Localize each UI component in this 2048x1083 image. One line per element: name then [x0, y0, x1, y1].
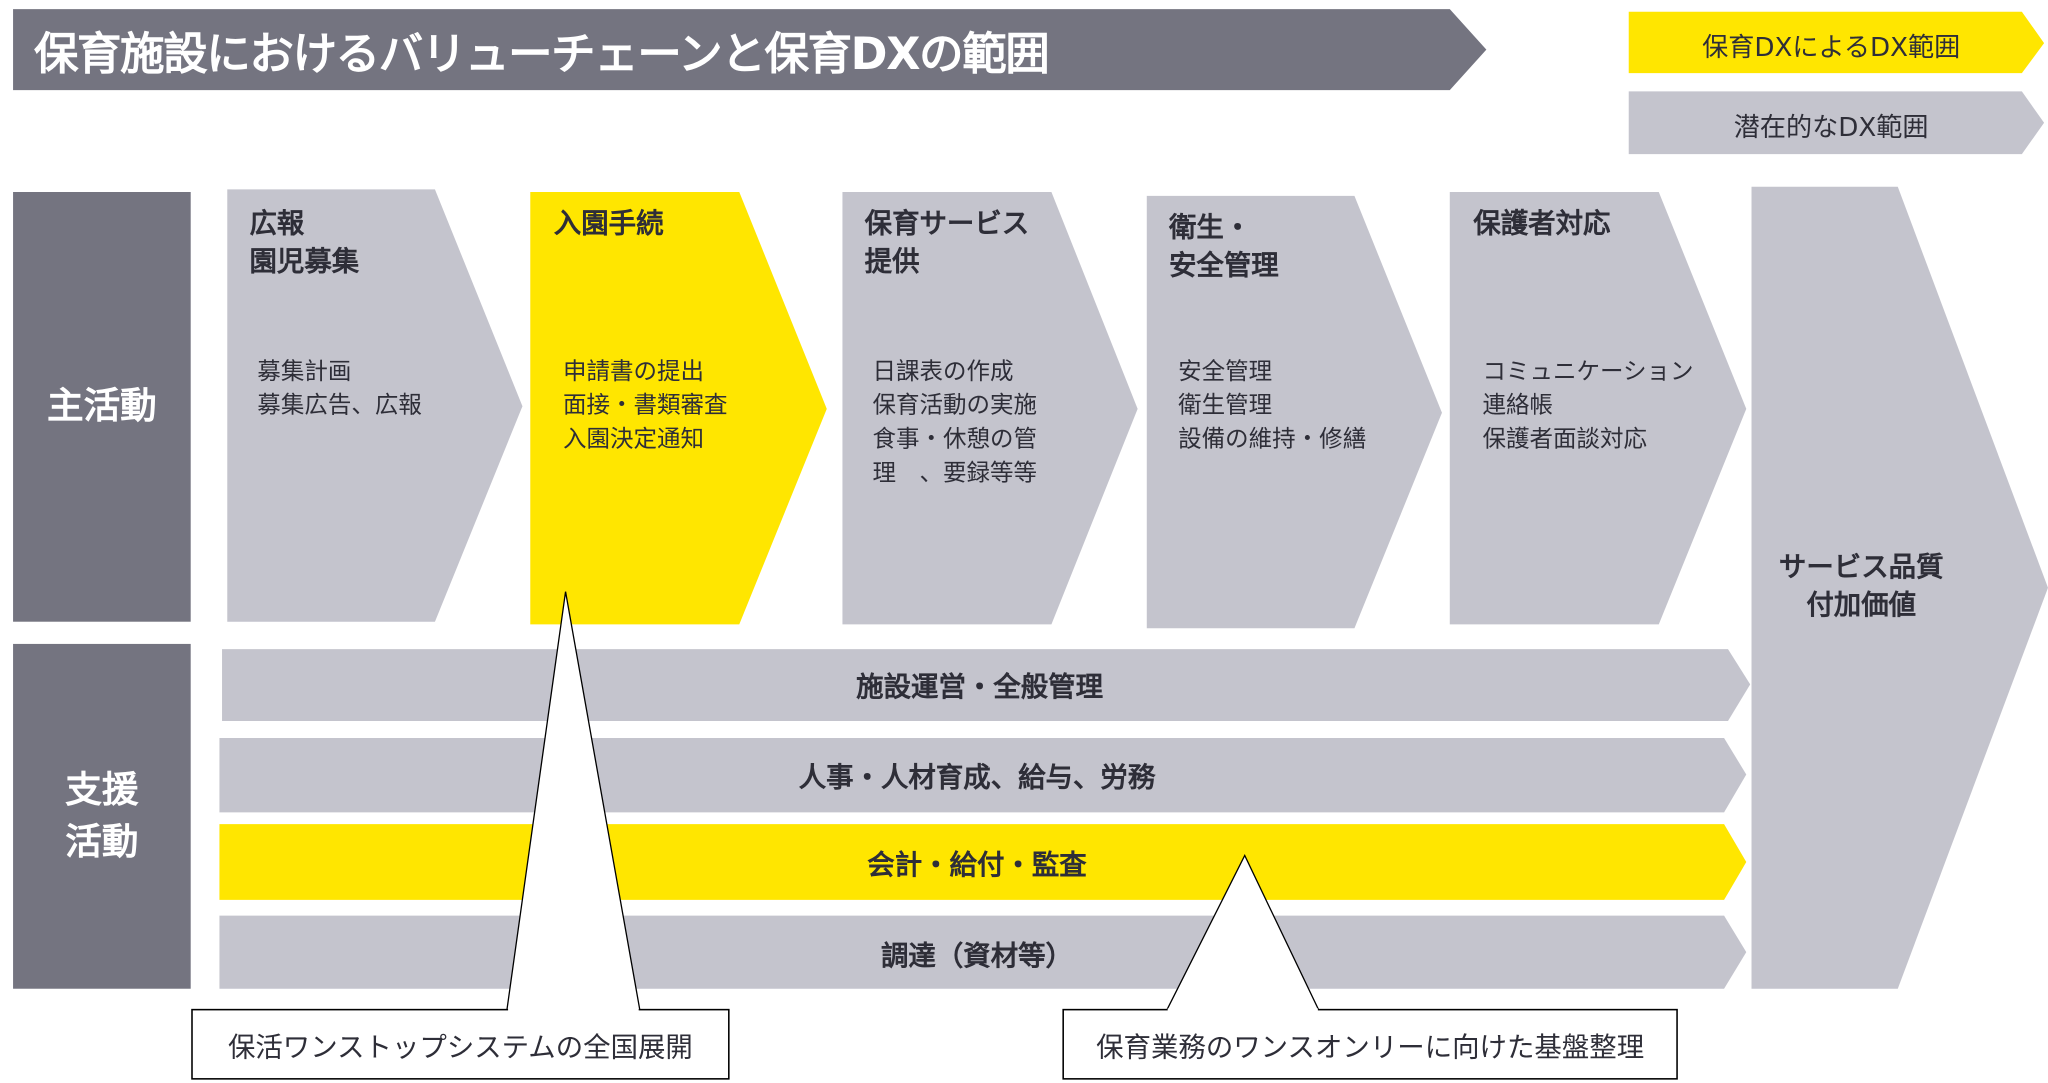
support-bar-label: 会計・給付・監査	[867, 848, 1087, 881]
step-heading: 衛生・ 安全管理	[1169, 209, 1279, 285]
legend-gray-swatch	[1628, 91, 2045, 155]
callout-box-2	[1062, 1008, 1678, 1080]
step-item: 申請書の提出	[562, 357, 704, 386]
support-bar-label: 調達（資材等）	[880, 940, 1073, 972]
chevron-2	[530, 191, 827, 625]
step-items: 日課表の作成 保育活動の実施 食事・休憩の管 理 、要録等等	[872, 355, 1037, 491]
step-item: 連絡帳	[1482, 391, 1553, 420]
chevron-1	[227, 189, 523, 622]
step-heading: 保育サービス 提供	[865, 205, 1030, 281]
step-heading: 入園手続	[554, 205, 664, 243]
step-items: 安全管理 衛生管理 設備の維持・修繕	[1178, 355, 1366, 457]
legend-yellow-swatch	[1628, 11, 2045, 74]
step-item: 保育活動の実施	[872, 391, 1038, 420]
step-items: コミュニケーション 連絡帳 保護者面談対応	[1482, 355, 1693, 457]
support-bar-label: 施設運営・全般管理	[856, 671, 1104, 703]
callout-text-2: 保育業務のワンスオンリーに向けた基盤整理	[1096, 1031, 1645, 1064]
legend-potential-scope: 潜在的なDX範囲	[1733, 111, 1929, 143]
step-item: 理 、要録等等	[872, 459, 1038, 488]
page-title: 保育施設におけるバリューチェーンと保育DXの範囲	[33, 28, 1050, 81]
step-item: 募集広告、広報	[257, 391, 422, 420]
heading-line: 安全管理	[1168, 249, 1279, 281]
step-item: 衛生管理	[1178, 391, 1273, 420]
outcome-line: 付加価値	[1806, 589, 1917, 621]
primary-activity-label-box	[13, 191, 191, 622]
support-bar-1	[222, 649, 1751, 721]
step-item: 日課表の作成	[872, 357, 1014, 386]
step-items: 募集計画 募集広告、広報	[257, 355, 422, 423]
outcome-label: サービス品質 付加価値	[1750, 549, 1972, 625]
support-activity-label-box	[13, 643, 191, 989]
chevron-4	[1146, 195, 1442, 629]
step-item: 面接・書類審査	[562, 391, 728, 420]
step-item: 募集計画	[257, 357, 352, 386]
step-heading: 広報 園児募集	[249, 205, 359, 281]
callout-text-1: 保活ワンストップシステムの全国展開	[227, 1031, 693, 1064]
step-heading: 保護者対応	[1473, 205, 1610, 243]
outcome-chevron	[1751, 186, 2048, 989]
step-item: 入園決定通知	[562, 425, 704, 454]
chevron-5	[1449, 191, 1747, 625]
support-activity-label: 支援 活動	[13, 764, 191, 868]
outcome-line: サービス品質	[1778, 551, 1944, 583]
step-items: 申請書の提出 面接・書類審査 入園決定通知	[563, 355, 728, 457]
heading-line: 園児募集	[249, 245, 360, 277]
primary-activity-label: 主活動	[46, 383, 157, 428]
title-banner	[13, 9, 1487, 91]
support-label-line: 支援	[65, 767, 139, 812]
step-item: 食事・休憩の管	[872, 425, 1038, 454]
heading-line: 保育サービス	[864, 207, 1030, 240]
heading-line: 広報	[249, 207, 305, 240]
step-item: 設備の維持・修繕	[1178, 425, 1367, 454]
chevron-3	[842, 191, 1138, 625]
heading-line: 提供	[864, 245, 920, 277]
heading-line: 保護者対応	[1473, 207, 1611, 240]
step-item: 安全管理	[1178, 357, 1273, 386]
legend-dx-scope: 保育DXによるDX範囲	[1702, 31, 1961, 63]
heading-line: 入園手続	[553, 207, 664, 240]
heading-line: 衛生・	[1168, 211, 1252, 243]
step-item: コミュニケーション	[1482, 357, 1694, 386]
support-bar-label: 人事・人材育成、給与、労務	[798, 761, 1156, 793]
callout-box-1	[191, 1008, 730, 1080]
step-item: 保護者面談対応	[1482, 425, 1648, 454]
support-label-line: 活動	[65, 820, 139, 864]
